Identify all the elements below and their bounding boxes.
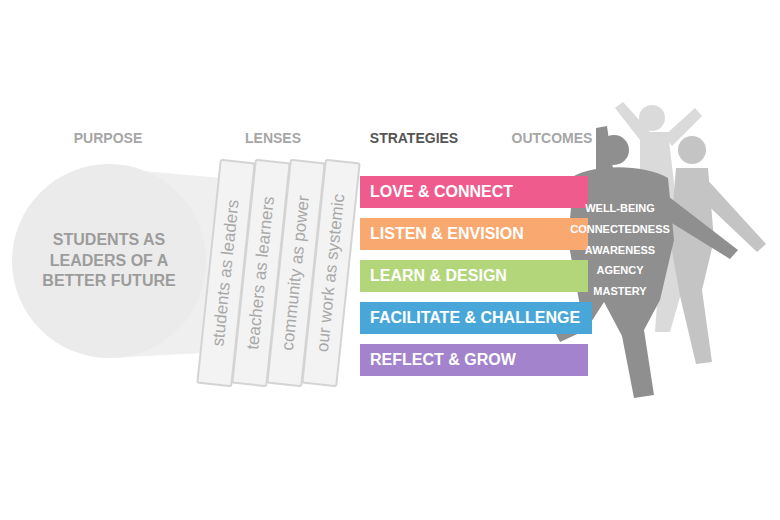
strategy-bar: FACILITATE & CHALLENGE	[360, 302, 592, 334]
strategy-bar: LISTEN & ENVISION	[360, 218, 588, 250]
strategy-text: LEARN & DESIGN	[370, 267, 507, 285]
outcome-label: WELL-BEING	[585, 202, 655, 214]
strategy-bar: REFLECT & GROW	[360, 344, 588, 376]
column-heading: OUTCOMES	[512, 130, 593, 146]
lens-text: our work as systemic	[313, 193, 349, 353]
column-heading: STRATEGIES	[370, 130, 458, 146]
outcome-label: AWARENESS	[585, 244, 655, 256]
strategy-text: LISTEN & ENVISION	[370, 225, 524, 243]
column-heading: LENSES	[245, 130, 301, 146]
strategy-text: REFLECT & GROW	[370, 351, 516, 369]
outcome-label: CONNECTEDNESS	[570, 223, 670, 235]
column-heading: PURPOSE	[74, 130, 142, 146]
strategy-bar: LEARN & DESIGN	[360, 260, 588, 292]
purpose-text: STUDENTS AS LEADERS OF A BETTER FUTURE	[34, 230, 184, 292]
strategy-text: LOVE & CONNECT	[370, 183, 513, 201]
purpose-circle: STUDENTS AS LEADERS OF A BETTER FUTURE	[12, 164, 206, 358]
outcome-label: AGENCY	[596, 264, 643, 276]
outcome-label: MASTERY	[593, 285, 646, 297]
strategy-bar: LOVE & CONNECT	[360, 176, 588, 208]
strategy-text: FACILITATE & CHALLENGE	[370, 309, 580, 327]
